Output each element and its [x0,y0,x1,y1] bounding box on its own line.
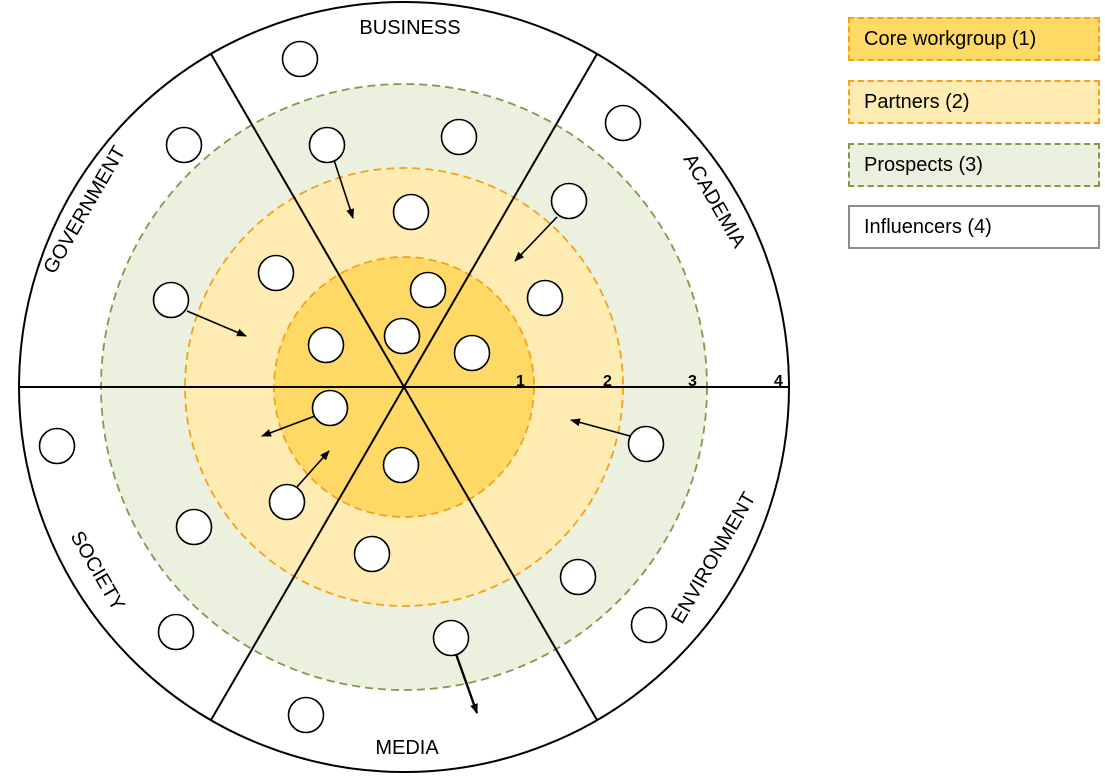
ring-number-4: 4 [774,373,783,390]
sector-label-media: MEDIA [375,737,439,759]
arrow-business-inward [333,159,354,219]
legend-partners: Partners (2) [848,80,1100,124]
stakeholder-node [353,535,391,573]
stakeholder-node [550,182,588,220]
stakeholder-node [268,483,306,521]
stakeholder-node [157,613,195,651]
stakeholder-node [559,558,597,596]
stakeholder-node [432,619,470,657]
ring-number-2: 2 [603,373,612,390]
stakeholder-radar-diagram: 1 2 3 4 BUSINESS ACADEMIA ENVIRONMENT ME… [18,1,790,773]
ring-number-1: 1 [516,373,525,390]
stakeholder-node [257,254,295,292]
ring-number-3: 3 [688,373,697,390]
stakeholder-node [440,118,478,156]
stakeholder-node [152,281,190,319]
arrow-academia-inward [514,216,558,262]
sector-label-business: BUSINESS [359,17,460,39]
stakeholder-node [38,427,76,465]
stakeholder-node [604,104,642,142]
stakeholders [38,40,668,734]
movement-arrows [186,159,631,714]
stakeholder-node [453,334,491,372]
stakeholder-node [630,606,668,644]
stakeholder-node [382,446,420,484]
legend-prospects: Prospects (3) [848,143,1100,187]
legend-core-workgroup: Core workgroup (1) [848,17,1100,61]
stakeholder-node [175,508,213,546]
stakeholder-node [165,126,203,164]
arrow-media-outward [454,653,479,714]
arrow-government-inward [186,310,247,337]
stakeholder-node [383,317,421,355]
arrow-society-inward [295,450,330,489]
legend-influencers: Influencers (4) [848,205,1100,249]
stakeholder-node [409,271,447,309]
arrow-environment-inward [570,418,631,437]
stakeholder-node [627,425,665,463]
stakeholder-node [281,40,319,78]
arrow-society-outward [261,415,316,437]
stakeholder-node [392,193,430,231]
divider-diagonal-2 [210,53,598,721]
stakeholder-node [526,279,564,317]
stakeholder-node [311,389,349,427]
stakeholder-node [308,126,346,164]
stakeholder-node [287,696,325,734]
stakeholder-node [307,326,345,364]
